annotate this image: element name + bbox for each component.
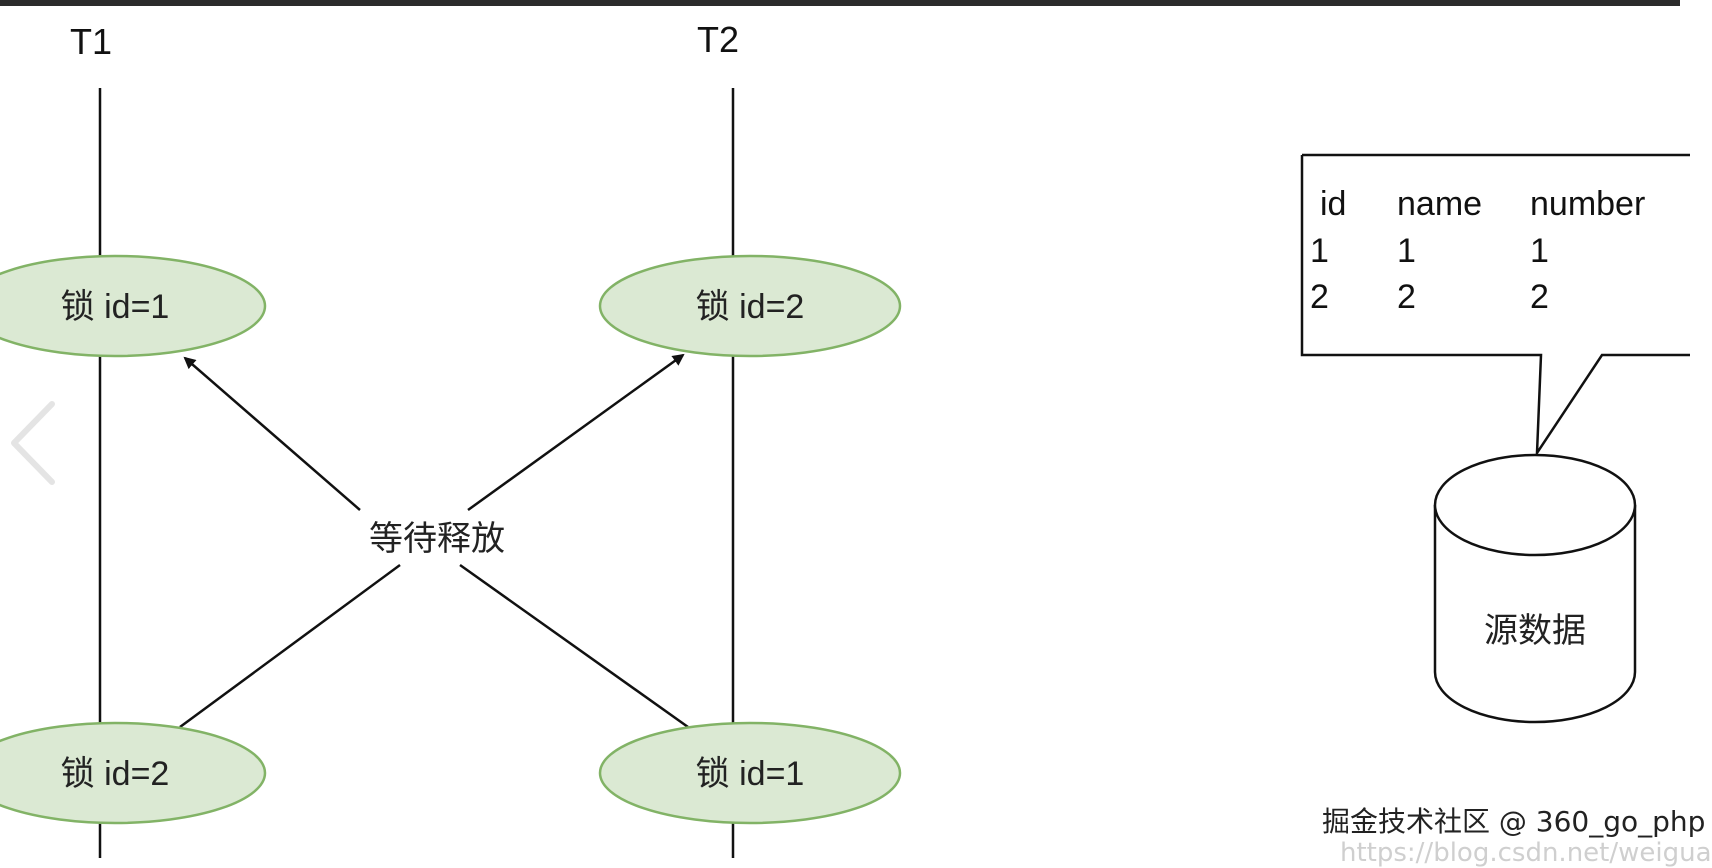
previous-button[interactable] [2,398,62,488]
lock-node-t2-top: 锁 id=2 [598,254,902,358]
database-label: 源数据 [1484,612,1586,650]
chevron-left-icon [11,401,55,485]
top-bar [0,0,1680,6]
deadlock-diagram: T1 T2 锁 id=1 锁 id=2 锁 id=2 锁 id=1 等待释放 i… [0,19,1690,858]
lock-label: 锁 id=2 [61,755,170,793]
table-cell: 2 [1397,278,1416,316]
arrow-wait-to-t1-top [183,356,361,511]
line-t1-bottom-to-wait [179,563,401,729]
lock-label: 锁 id=1 [696,755,805,793]
table-header-name: name [1397,185,1482,223]
table-cell: 2 [1310,278,1329,316]
lane-label-t2: T2 [697,19,739,60]
table-header-number: number [1530,185,1645,223]
wait-label: 等待释放 [369,520,505,558]
table-cell: 1 [1397,232,1416,270]
lane-label-t1: T1 [70,21,112,62]
line-t2-bottom-to-wait [459,563,689,729]
table-cell: 2 [1530,278,1549,316]
table-cell: 1 [1310,232,1329,270]
arrow-wait-to-t2-top [467,353,685,512]
table-header-id: id [1320,185,1346,223]
table-cell: 1 [1530,232,1549,270]
lock-node-t2-bottom: 锁 id=1 [598,721,902,825]
lock-label: 锁 id=2 [696,288,805,326]
lock-node-t1-bottom: 锁 id=2 [0,721,267,825]
lock-label: 锁 id=1 [61,288,170,326]
source-url: https://blog.csdn.net/weigua [1340,838,1712,868]
table-callout [1300,153,1690,458]
database-cylinder: 源数据 [1433,453,1637,724]
lock-node-t1-top: 锁 id=1 [0,254,267,358]
watermark: 掘金技术社区 @ 360_go_php [1322,805,1706,838]
